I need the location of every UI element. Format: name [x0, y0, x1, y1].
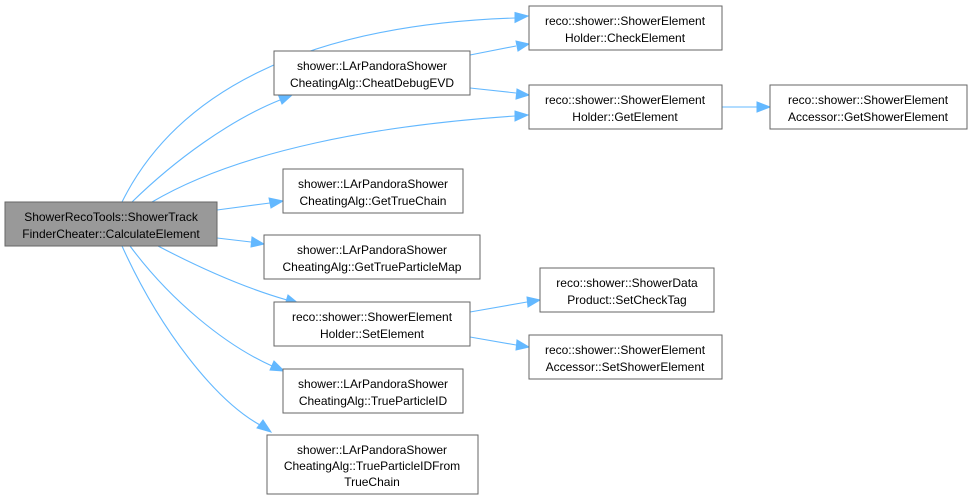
node-get-element-line-1: reco::shower::ShowerElement — [545, 93, 706, 107]
node-set-shower-element-line-2: Accessor::SetShowerElement — [546, 360, 705, 374]
node-cheat-debug-evd-line-2: CheatingAlg::CheatDebugEVD — [290, 76, 454, 90]
node-true-particle-id-line-2: CheatingAlg::TrueParticleID — [299, 394, 448, 408]
edge-cheat-debug-evd-to-check-element — [469, 40, 531, 56]
edge-root-to-get-true-chain — [216, 197, 285, 211]
node-get-true-particle-map-line-2: CheatingAlg::GetTrueParticleMap — [283, 260, 462, 274]
node-set-check-tag-line-1: reco::shower::ShowerData — [556, 276, 698, 290]
node-set-shower-element-line-1: reco::shower::ShowerElement — [545, 343, 706, 357]
node-get-shower-element-line-1: reco::shower::ShowerElement — [788, 93, 949, 107]
edges — [121, 11, 772, 433]
node-true-particle-id-from-true-chain-line-2: CheatingAlg::TrueParticleIDFrom — [284, 459, 460, 473]
node-root[interactable]: ShowerRecoTools::ShowerTrack FinderCheat… — [4, 201, 218, 247]
node-check-element-line-1: reco::shower::ShowerElement — [545, 14, 706, 28]
node-true-particle-id-from-true-chain-line-1: shower::LArPandoraShower — [297, 443, 447, 457]
edge-root-to-get-true-particle-map — [216, 236, 266, 248]
node-cheat-debug-evd-line-1: shower::LArPandoraShower — [297, 59, 447, 73]
node-true-particle-id-from-true-chain-line-3: TrueChain — [344, 475, 400, 489]
node-true-particle-id-line-1: shower::LArPandoraShower — [298, 377, 448, 391]
node-set-element-line-1: reco::shower::ShowerElement — [292, 310, 453, 324]
node-true-particle-id-from-true-chain[interactable]: shower::LArPandoraShower CheatingAlg::Tr… — [266, 434, 479, 495]
node-root-line-1: ShowerRecoTools::ShowerTrack — [24, 210, 199, 224]
node-get-true-chain-line-1: shower::LArPandoraShower — [298, 177, 448, 191]
edge-set-element-to-set-check-tag — [469, 296, 542, 313]
node-set-check-tag-line-2: Product::SetCheckTag — [567, 293, 686, 307]
edge-set-element-to-set-shower-element — [469, 336, 531, 351]
node-check-element-line-2: Holder::CheckElement — [565, 31, 686, 45]
node-get-element-line-2: Holder::GetElement — [572, 110, 678, 124]
nodes: ShowerRecoTools::ShowerTrack FinderCheat… — [4, 5, 968, 495]
node-set-element[interactable]: reco::shower::ShowerElement Holder::SetE… — [273, 301, 471, 347]
edge-root-to-get-element — [151, 110, 530, 203]
node-true-particle-id[interactable]: shower::LArPandoraShower CheatingAlg::Tr… — [282, 368, 464, 414]
edge-root-to-check-element — [121, 11, 530, 203]
node-get-true-chain-line-2: CheatingAlg::GetTrueChain — [300, 194, 447, 208]
edge-root-to-true-particle-id — [129, 245, 286, 372]
node-get-true-particle-map-line-1: shower::LArPandoraShower — [297, 243, 447, 257]
node-get-shower-element[interactable]: reco::shower::ShowerElement Accessor::Ge… — [769, 84, 968, 130]
node-set-element-line-2: Holder::SetElement — [320, 327, 425, 341]
edge-root-to-cheat-debug-evd — [131, 93, 294, 203]
node-cheat-debug-evd[interactable]: shower::LArPandoraShower CheatingAlg::Ch… — [273, 50, 471, 96]
node-check-element[interactable]: reco::shower::ShowerElement Holder::Chec… — [528, 5, 723, 51]
node-get-true-chain[interactable]: shower::LArPandoraShower CheatingAlg::Ge… — [282, 168, 464, 214]
node-set-shower-element[interactable]: reco::shower::ShowerElement Accessor::Se… — [528, 334, 723, 380]
edge-root-to-true-particle-id-from-true-chain — [121, 245, 273, 433]
node-get-element[interactable]: reco::shower::ShowerElement Holder::GetE… — [528, 84, 723, 130]
node-get-shower-element-line-2: Accessor::GetShowerElement — [788, 110, 949, 124]
node-get-true-particle-map[interactable]: shower::LArPandoraShower CheatingAlg::Ge… — [263, 234, 481, 280]
edge-cheat-debug-evd-to-get-element — [469, 87, 531, 100]
node-set-check-tag[interactable]: reco::shower::ShowerData Product::SetChe… — [539, 267, 715, 313]
edge-get-element-to-get-shower-element — [722, 101, 772, 113]
node-root-line-2: FinderCheater::CalculateElement — [22, 227, 200, 241]
